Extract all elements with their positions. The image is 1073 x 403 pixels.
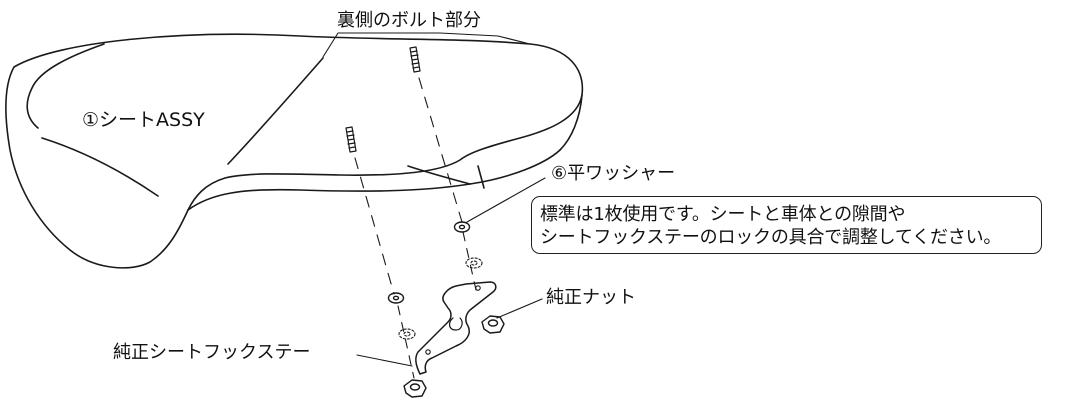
seat-outline bbox=[5, 33, 584, 269]
leader-stay-label bbox=[356, 354, 413, 367]
adjustment-note-box: 標準は1枚使用です。シートと車体との隙間や シートフックステーのロックの具合で調… bbox=[531, 196, 1042, 254]
leader-nut-label bbox=[496, 298, 543, 319]
axis-line-left bbox=[354, 157, 395, 295]
bolt-left bbox=[345, 126, 357, 153]
seat-center-line bbox=[227, 57, 324, 165]
hook-stay-bracket bbox=[415, 281, 497, 375]
axis-line-right bbox=[418, 77, 463, 223]
genuine-nut-label: 純正ナット bbox=[546, 287, 636, 308]
seat-assy-label: ①シートASSY bbox=[82, 109, 205, 131]
genuine-hook-stay-label: 純正シートフックステー bbox=[113, 342, 311, 363]
leader-washer-label bbox=[466, 177, 546, 223]
flat-washer-label: ⑥平ワッシャー bbox=[551, 163, 676, 184]
nut-bottom bbox=[403, 379, 427, 398]
seat-front-panel-line bbox=[26, 43, 105, 129]
washer-left bbox=[387, 292, 405, 304]
bolt-part-label: 裏側のボルト部分 bbox=[337, 10, 481, 31]
axis-line-left-lower bbox=[397, 305, 415, 379]
hook-stay-hole-upper bbox=[475, 285, 481, 291]
washer-upper-right bbox=[453, 221, 471, 233]
seat-rear-bottom bbox=[407, 165, 471, 185]
seat-rear-edge bbox=[559, 94, 583, 151]
hook-stay-slot bbox=[449, 317, 463, 331]
lock-washer-left bbox=[398, 328, 416, 340]
bolt-right bbox=[409, 46, 421, 73]
note-line-1: 標準は1枚使用です。シートと車体との隙間や bbox=[540, 204, 906, 225]
hook-stay-hole-lower bbox=[425, 349, 431, 355]
lock-washer-right bbox=[465, 257, 483, 269]
nut-right bbox=[481, 315, 505, 334]
leader-bolt-label bbox=[322, 32, 531, 58]
seat-step-tick bbox=[477, 165, 485, 189]
seat-front-curve bbox=[41, 137, 159, 197]
note-line-2: シートフックステーのロックの具合で調整してください。 bbox=[540, 227, 1002, 248]
seat-lower-edge bbox=[187, 149, 561, 211]
